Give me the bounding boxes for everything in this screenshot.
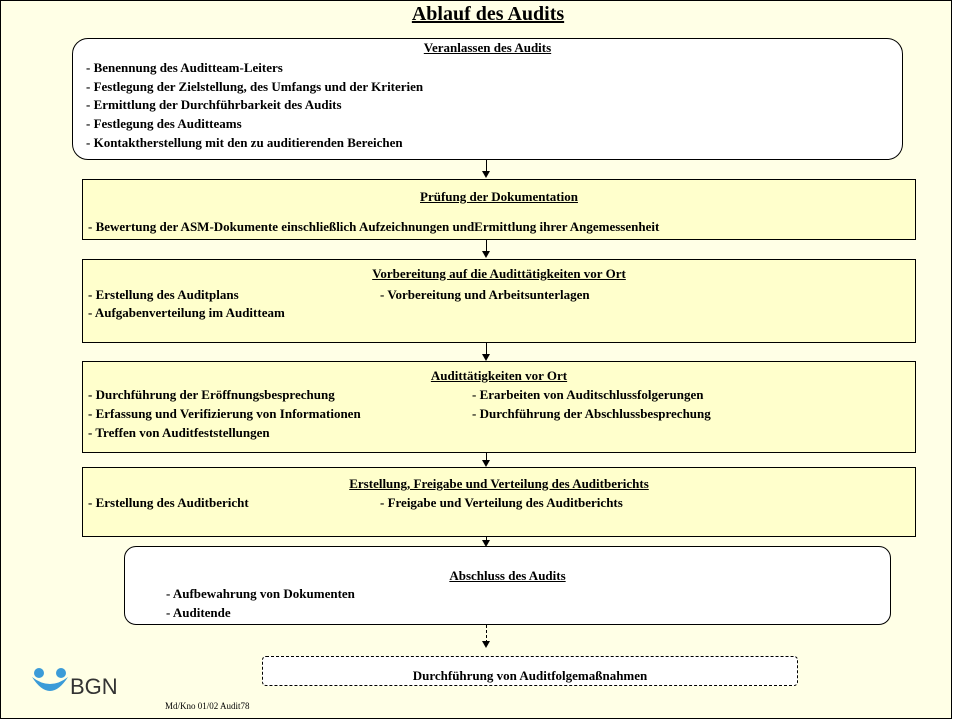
step-item: - Festlegung der Zielstellung, des Umfan… xyxy=(86,79,424,94)
arrow-head xyxy=(482,540,490,547)
step-auditbericht-heading: Erstellung, Freigabe und Verteilung des … xyxy=(349,476,649,491)
step-item: - Erstellung des Auditbericht xyxy=(88,495,249,510)
step-folgemassnahmen-heading: Durchführung von Auditfolgemaßnahmen xyxy=(412,668,648,683)
step-item: - Durchführung der Abschlussbesprechung xyxy=(472,406,711,421)
step-item: - Erfassung und Verifizierung von Inform… xyxy=(88,406,361,421)
arrow-head xyxy=(482,251,490,258)
step-item: - Festlegung des Auditteams xyxy=(86,116,242,131)
flow-arrow xyxy=(486,160,487,173)
step-vorort-heading: Audittätigkeiten vor Ort xyxy=(430,368,568,383)
step-vorort-box xyxy=(82,361,916,453)
flow-arrow xyxy=(486,537,487,542)
logo-text: BGN xyxy=(70,674,118,699)
step-auditbericht-box xyxy=(82,467,916,537)
flow-arrow xyxy=(486,240,487,253)
arrow-head xyxy=(482,460,490,467)
step-item: - Durchführung der Eröffnungsbesprechung xyxy=(88,387,335,402)
flow-arrow xyxy=(486,453,487,462)
step-item: - Freigabe und Verteilung des Auditberic… xyxy=(380,495,623,510)
step-item: - Aufbewahrung von Dokumenten xyxy=(166,586,355,601)
arrow-head xyxy=(482,171,490,178)
footer-text: Md/Kno 01/02 Audit78 xyxy=(165,701,250,711)
step-item: - Bewertung der ASM-Dokumente einschließ… xyxy=(88,219,660,234)
step-folgemassnahmen-box xyxy=(262,656,798,686)
step-abschluss-heading: Abschluss des Audits xyxy=(449,568,566,583)
step-item: - Auditende xyxy=(166,605,231,620)
step-vorbereitung-box xyxy=(82,259,916,343)
arrow-head xyxy=(482,641,490,648)
arrow-head xyxy=(482,354,490,361)
bgn-logo-icon xyxy=(32,668,68,691)
step-item: - Vorbereitung und Arbeitsunterlagen xyxy=(380,287,590,302)
step-vorbereitung-heading: Vorbereitung auf die Audittätigkeiten vo… xyxy=(372,266,626,281)
step-item: - Erstellung des Auditplans xyxy=(88,287,239,302)
step-abschluss-box xyxy=(124,546,891,625)
step-veranlassen-heading: Veranlassen des Audits xyxy=(423,40,552,55)
step-item: - Treffen von Auditfeststellungen xyxy=(88,425,270,440)
step-item: - Kontaktherstellung mit den zu auditier… xyxy=(86,135,403,150)
step-pruefung-box xyxy=(82,179,916,240)
step-item: - Erarbeiten von Auditschlussfolgerungen xyxy=(472,387,704,402)
page-title: Ablauf des Audits xyxy=(411,3,565,25)
step-pruefung-heading: Prüfung der Dokumentation xyxy=(420,189,578,204)
step-item: - Benennung des Auditteam-Leiters xyxy=(86,60,283,75)
step-item: - Aufgabenverteilung im Auditteam xyxy=(88,305,285,320)
flow-arrow-dashed xyxy=(486,625,487,643)
step-item: - Ermittlung der Durchführbarkeit des Au… xyxy=(86,97,342,112)
flow-arrow xyxy=(486,343,487,356)
step-veranlassen-box xyxy=(72,38,903,160)
